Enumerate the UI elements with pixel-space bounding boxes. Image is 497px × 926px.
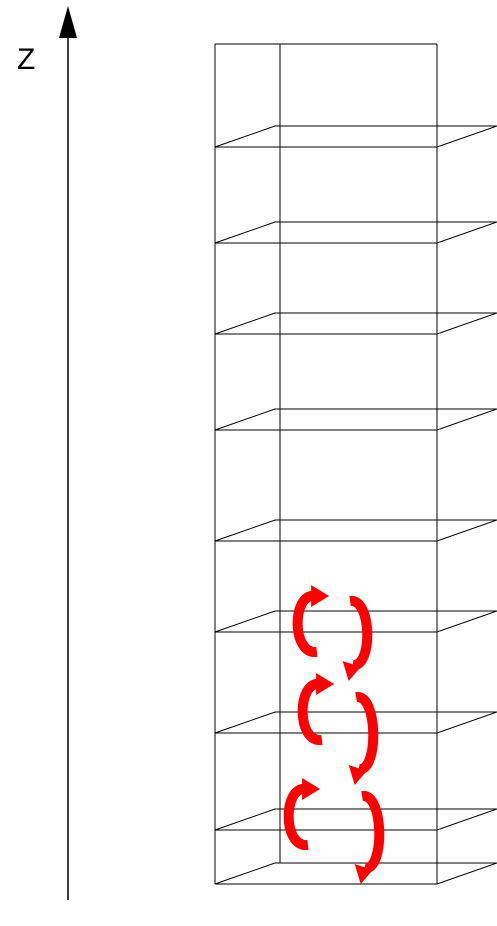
layer-plane — [215, 712, 497, 733]
layer-plane — [215, 313, 497, 334]
z-axis-arrowhead — [59, 6, 77, 38]
clockwise-vortex-arrow — [343, 601, 368, 681]
layer-plane — [215, 222, 497, 243]
vortex-arrow-body — [362, 796, 379, 868]
layer-plane — [215, 520, 497, 541]
layer-plane — [215, 809, 497, 830]
vortex-pairs — [289, 585, 380, 884]
vortex-arrowhead — [302, 778, 320, 800]
layer-plane — [215, 611, 497, 632]
layer-plane — [215, 126, 497, 147]
vortex-arrowhead — [316, 673, 334, 695]
layer-plane — [215, 409, 497, 430]
z-axis: Z — [17, 6, 77, 900]
z-axis-label: Z — [17, 43, 35, 76]
vortex-arrowhead — [311, 585, 329, 607]
counterclockwise-vortex-arrow — [303, 673, 334, 740]
clockwise-vortex-arrow — [349, 697, 374, 785]
counterclockwise-vortex-arrow — [289, 778, 320, 845]
counterclockwise-vortex-arrow — [298, 585, 329, 652]
column-frame — [215, 44, 437, 884]
